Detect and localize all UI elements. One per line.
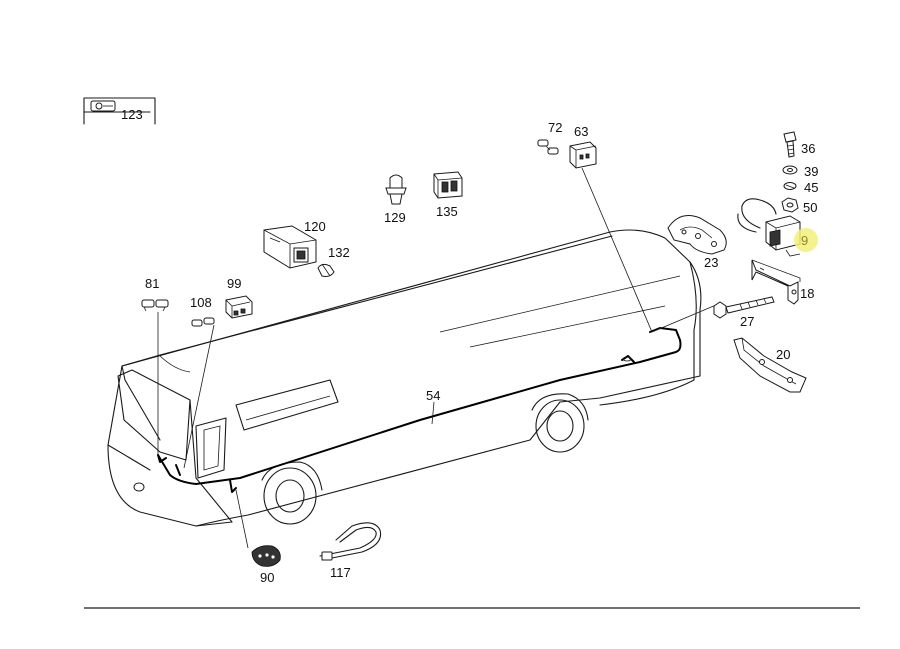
part-63[interactable]: 63: [569, 124, 597, 169]
label-90: 90: [260, 570, 274, 585]
part-135[interactable]: 135: [433, 171, 463, 219]
bus-body: [107, 229, 702, 527]
label-9: 9: [801, 233, 808, 248]
part-9[interactable]: 9: [737, 198, 818, 257]
part-120[interactable]: 120: [263, 219, 326, 269]
label-120: 120: [304, 219, 326, 234]
part-50[interactable]: 50: [781, 197, 817, 215]
label-50: 50: [803, 200, 817, 215]
part-108[interactable]: 108: [190, 295, 215, 327]
part-18[interactable]: 18: [751, 259, 814, 305]
label-18: 18: [800, 286, 814, 301]
part-72[interactable]: 72: [537, 120, 562, 155]
wiring-harness-54[interactable]: [157, 327, 682, 493]
label-72: 72: [548, 120, 562, 135]
part-23[interactable]: 23: [667, 215, 727, 270]
label-108: 108: [190, 295, 212, 310]
label-132: 132: [328, 245, 350, 260]
highlight-marker: [794, 228, 818, 252]
part-27[interactable]: 27: [713, 296, 775, 329]
label-20: 20: [776, 347, 790, 362]
label-63: 63: [574, 124, 588, 139]
label-23: 23: [704, 255, 718, 270]
part-132[interactable]: 132: [317, 245, 350, 277]
label-135: 135: [436, 204, 458, 219]
label-39: 39: [804, 164, 818, 179]
label-36: 36: [801, 141, 815, 156]
part-39[interactable]: 39: [782, 164, 818, 179]
part-117[interactable]: 117: [319, 522, 382, 580]
part-99[interactable]: 99: [225, 276, 253, 319]
label-123: 123: [121, 107, 143, 122]
part-36[interactable]: 36: [783, 131, 815, 158]
part-129[interactable]: 129: [384, 174, 407, 225]
part-81[interactable]: 81: [141, 276, 169, 312]
label-81: 81: [145, 276, 159, 291]
label-129: 129: [384, 210, 406, 225]
part-20[interactable]: 20: [733, 337, 807, 393]
label-27: 27: [740, 314, 754, 329]
part-45[interactable]: 45: [783, 180, 818, 195]
label-99: 99: [227, 276, 241, 291]
label-54: 54: [426, 388, 440, 403]
leader-lines: [157, 167, 717, 549]
label-45: 45: [804, 180, 818, 195]
part-90[interactable]: 90: [251, 545, 281, 585]
part-123[interactable]: 123: [83, 97, 156, 125]
label-117: 117: [330, 565, 351, 580]
